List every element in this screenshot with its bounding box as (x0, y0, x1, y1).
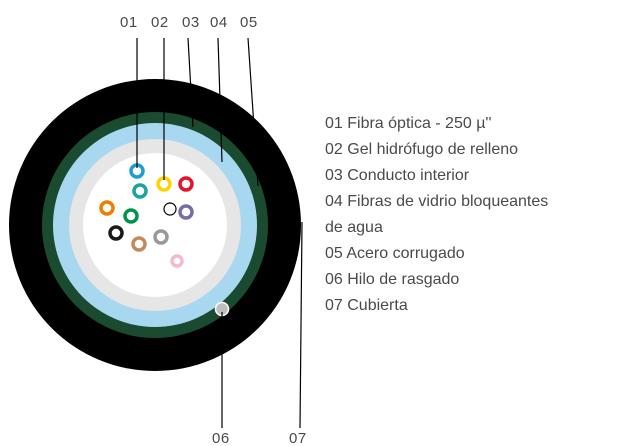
leader-line-04 (217, 37, 223, 163)
legend-list: 01 Fibra óptica - 250 µ'' 02 Gel hidrófu… (325, 111, 548, 319)
white-fibre (163, 202, 177, 216)
label-01: 01 (120, 14, 138, 31)
leader-lines (136, 37, 303, 429)
legend-item-05: 05 Acero corrugado (325, 245, 465, 262)
legend-item-04: 04 Fibras de vidrio bloqueantes (325, 193, 549, 210)
label-06: 06 (212, 430, 230, 446)
legend-item-04-continued: de agua (325, 219, 383, 236)
pink-fibre (170, 254, 184, 268)
turquoise-fibre (132, 183, 148, 199)
brown-fibre (131, 236, 147, 252)
legend-item-06: 06 Hilo de rasgado (325, 271, 460, 288)
orange-fibre (99, 200, 115, 216)
label-02: 02 (151, 14, 169, 31)
label-07: 07 (289, 430, 307, 446)
legend-item-07: 07 Cubierta (325, 297, 408, 314)
legend-item-03: 03 Conducto interior (325, 167, 470, 184)
red-fibre (178, 176, 194, 192)
gel-filling (83, 153, 227, 297)
grey-fibre (153, 229, 169, 245)
leader-line-05 (247, 37, 259, 187)
legend-item-01: 01 Fibra óptica - 250 µ'' (325, 115, 492, 132)
legend-item-02: 02 Gel hidrófugo de relleno (325, 141, 519, 158)
label-03: 03 (182, 14, 200, 31)
leader-line-03 (187, 37, 194, 128)
label-05: 05 (240, 14, 258, 31)
violet-fibre (178, 204, 194, 220)
label-04: 04 (210, 14, 228, 31)
green-fibre (123, 208, 139, 224)
black-fibre (108, 225, 124, 241)
leader-line-07 (299, 221, 303, 429)
